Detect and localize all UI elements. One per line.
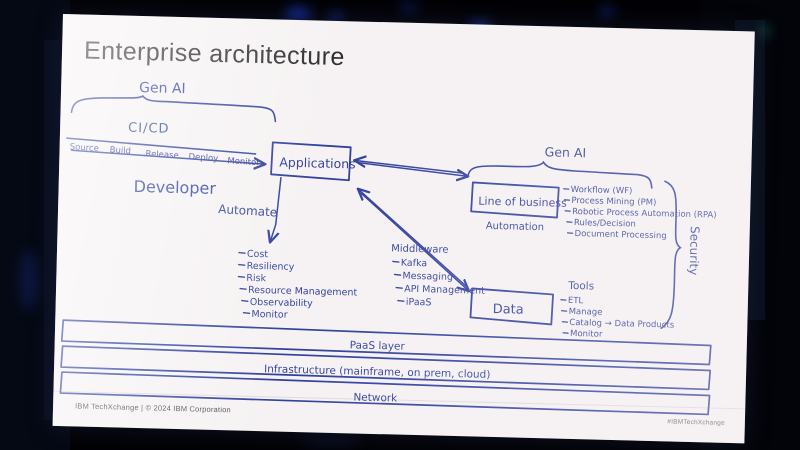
pipeline-stage: Build (109, 145, 131, 156)
pipeline-stage: Release (145, 149, 179, 161)
arrow-lob-to-apps (355, 160, 464, 174)
label-gen-ai-right: Gen AI (544, 144, 586, 160)
list-item: Rules/Decision (574, 218, 636, 230)
slide-surface: Enterprise architecture Gen AI CI/CD Sou… (52, 14, 755, 444)
label-developer: Developer (133, 177, 216, 198)
box-line-of-business-label: Line of business (478, 195, 567, 210)
list-item: Messaging (402, 271, 453, 283)
arrow-apps-to-lob (356, 161, 467, 176)
label-automate: Automate (218, 202, 278, 220)
list-item: ETL (568, 296, 584, 306)
label-ci-cd: CI/CD (128, 121, 170, 137)
heading-tools: Tools (567, 280, 594, 293)
box-applications-label: Applications (279, 155, 356, 172)
slide: Enterprise architecture Gen AI CI/CD Sou… (52, 14, 755, 444)
list-tools: ETL Manage Catalog → Data Products Monit… (560, 296, 675, 340)
list-item: Document Processing (574, 229, 666, 241)
pipeline-stage: Source (69, 142, 99, 154)
list-item: Observability (250, 297, 314, 310)
list-item: API Management (404, 284, 485, 297)
list-item: Manage (568, 307, 602, 318)
label-security: Security (687, 226, 702, 276)
list-item: Resiliency (247, 261, 295, 273)
footer-hashtag: #IBMTechXchange (667, 418, 725, 427)
list-item: Monitor (251, 309, 287, 321)
layer-label: PaaS layer (350, 339, 406, 352)
list-item: Monitor (570, 329, 603, 340)
label-gen-ai-left: Gen AI (139, 80, 186, 97)
label-automation: Automation (486, 221, 545, 233)
list-item: Cost (247, 249, 269, 261)
list-item: Risk (246, 273, 266, 285)
diagram-canvas: Gen AI CI/CD Source Build Release Deploy… (59, 80, 717, 416)
pipeline-stage: Deploy (188, 152, 218, 164)
list-nonfunctional: Cost Resiliency Risk Resource Management… (237, 249, 358, 321)
box-data-label: Data (492, 302, 523, 318)
list-item: iPaaS (406, 297, 432, 309)
brace-security (660, 180, 682, 330)
list-item: Workflow (WF) (571, 185, 633, 197)
pipeline-stage: Monitor (227, 156, 260, 168)
list-item: Kafka (401, 258, 428, 270)
